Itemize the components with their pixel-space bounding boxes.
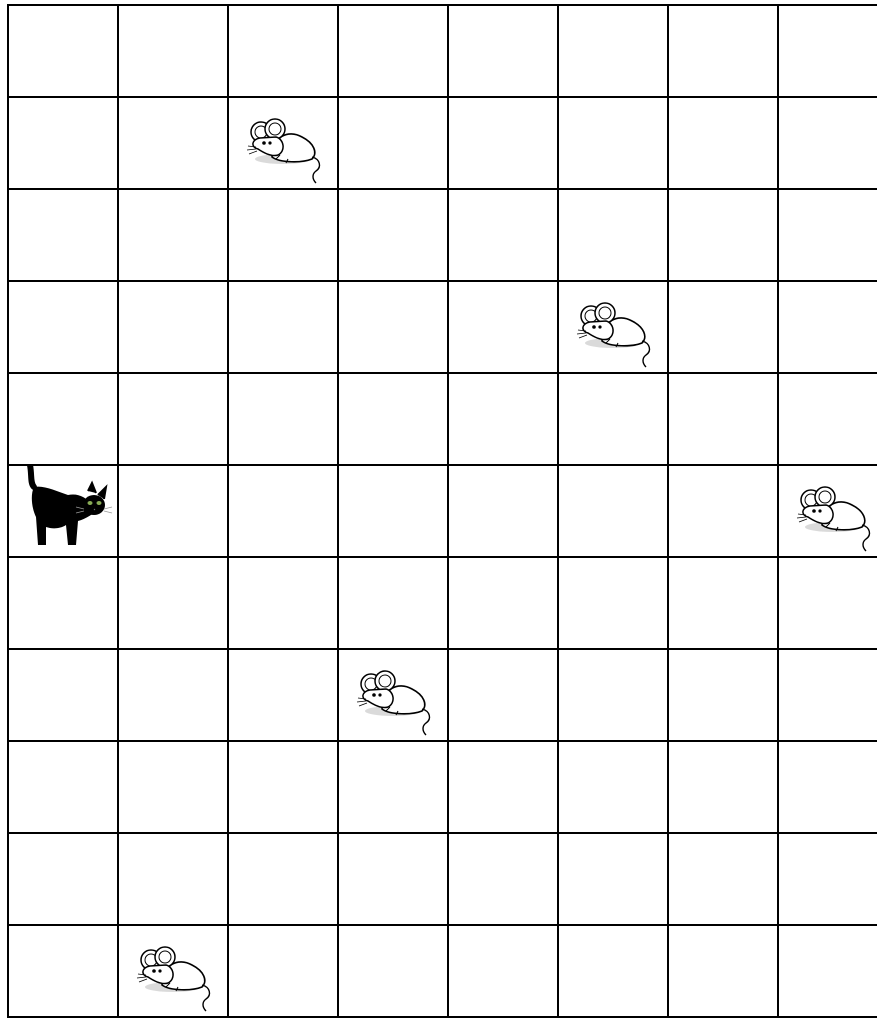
board-cell[interactable]	[778, 465, 877, 557]
board-cell[interactable]	[668, 5, 778, 97]
board-cell[interactable]	[8, 5, 118, 97]
board-cell[interactable]	[228, 649, 338, 741]
board-cell[interactable]	[118, 465, 228, 557]
board-cell[interactable]	[558, 189, 668, 281]
board-cell[interactable]	[338, 741, 448, 833]
board-cell[interactable]	[338, 465, 448, 557]
board-cell[interactable]	[338, 925, 448, 1017]
board-cell[interactable]	[778, 557, 877, 649]
board-cell[interactable]	[338, 833, 448, 925]
cat-icon[interactable]	[8, 465, 118, 557]
board-cell[interactable]	[448, 833, 558, 925]
mouse-icon[interactable]	[778, 465, 877, 557]
board-cell[interactable]	[8, 649, 118, 741]
board-cell[interactable]	[448, 649, 558, 741]
board-cell[interactable]	[118, 741, 228, 833]
board-cell[interactable]	[338, 189, 448, 281]
board-cell[interactable]	[118, 557, 228, 649]
board-cell[interactable]	[448, 281, 558, 373]
board-cell[interactable]	[118, 5, 228, 97]
board-cell[interactable]	[228, 5, 338, 97]
board-cell[interactable]	[778, 925, 877, 1017]
board-cell[interactable]	[228, 557, 338, 649]
board-cell[interactable]	[338, 281, 448, 373]
board-cell[interactable]	[8, 465, 118, 557]
board-cell[interactable]	[8, 281, 118, 373]
board-cell[interactable]	[778, 373, 877, 465]
board-cell[interactable]	[668, 649, 778, 741]
board-cell[interactable]	[448, 557, 558, 649]
board-cell[interactable]	[8, 97, 118, 189]
board-cell[interactable]	[228, 925, 338, 1017]
board-cell[interactable]	[558, 925, 668, 1017]
board-cell[interactable]	[558, 649, 668, 741]
board-cell[interactable]	[778, 649, 877, 741]
board-cell[interactable]	[8, 741, 118, 833]
board-cell[interactable]	[668, 833, 778, 925]
board-cell[interactable]	[338, 97, 448, 189]
board-cell[interactable]	[558, 281, 668, 373]
board-cell[interactable]	[8, 833, 118, 925]
mouse-icon[interactable]	[338, 649, 448, 741]
board-cell[interactable]	[118, 925, 228, 1017]
board-cell[interactable]	[448, 741, 558, 833]
board-cell[interactable]	[778, 281, 877, 373]
board-cell[interactable]	[228, 189, 338, 281]
board-cell[interactable]	[8, 557, 118, 649]
board-cell[interactable]	[448, 925, 558, 1017]
board-cell[interactable]	[118, 97, 228, 189]
mouse-icon[interactable]	[118, 925, 228, 1017]
board-cell[interactable]	[778, 189, 877, 281]
board-cell[interactable]	[118, 281, 228, 373]
board-cell[interactable]	[448, 5, 558, 97]
board-cell[interactable]	[668, 97, 778, 189]
board-cell[interactable]	[668, 189, 778, 281]
board-cell[interactable]	[228, 741, 338, 833]
board-cell[interactable]	[228, 465, 338, 557]
mouse-icon[interactable]	[228, 97, 338, 189]
board-cell[interactable]	[8, 189, 118, 281]
board-cell[interactable]	[118, 649, 228, 741]
board-cell[interactable]	[118, 833, 228, 925]
board-cell[interactable]	[778, 5, 877, 97]
board-cell[interactable]	[338, 5, 448, 97]
board-cell[interactable]	[558, 833, 668, 925]
board-cell[interactable]	[558, 465, 668, 557]
board-cell[interactable]	[668, 925, 778, 1017]
board-cell[interactable]	[558, 741, 668, 833]
board-cell[interactable]	[338, 373, 448, 465]
board-cell[interactable]	[118, 189, 228, 281]
board-cell[interactable]	[778, 97, 877, 189]
board-cell[interactable]	[668, 741, 778, 833]
board-cell[interactable]	[558, 5, 668, 97]
board-cell[interactable]	[558, 373, 668, 465]
board-cell[interactable]	[448, 189, 558, 281]
board-cell[interactable]	[778, 741, 877, 833]
board-cell[interactable]	[118, 373, 228, 465]
board-cell[interactable]	[338, 649, 448, 741]
board-cell[interactable]	[228, 281, 338, 373]
board-cell[interactable]	[668, 465, 778, 557]
game-board	[8, 5, 877, 1017]
board-cell[interactable]	[448, 465, 558, 557]
board-cell[interactable]	[558, 557, 668, 649]
board-cell[interactable]	[8, 373, 118, 465]
board-cell[interactable]	[8, 925, 118, 1017]
board-cell[interactable]	[228, 833, 338, 925]
mouse-icon[interactable]	[558, 281, 668, 373]
board-cell[interactable]	[668, 281, 778, 373]
board-cell[interactable]	[668, 557, 778, 649]
board-cell[interactable]	[338, 557, 448, 649]
board-cell[interactable]	[448, 373, 558, 465]
board-cell[interactable]	[228, 97, 338, 189]
board-cell[interactable]	[668, 373, 778, 465]
board-cell[interactable]	[228, 373, 338, 465]
board-cell[interactable]	[778, 833, 877, 925]
board-cell[interactable]	[448, 97, 558, 189]
board-cell[interactable]	[558, 97, 668, 189]
